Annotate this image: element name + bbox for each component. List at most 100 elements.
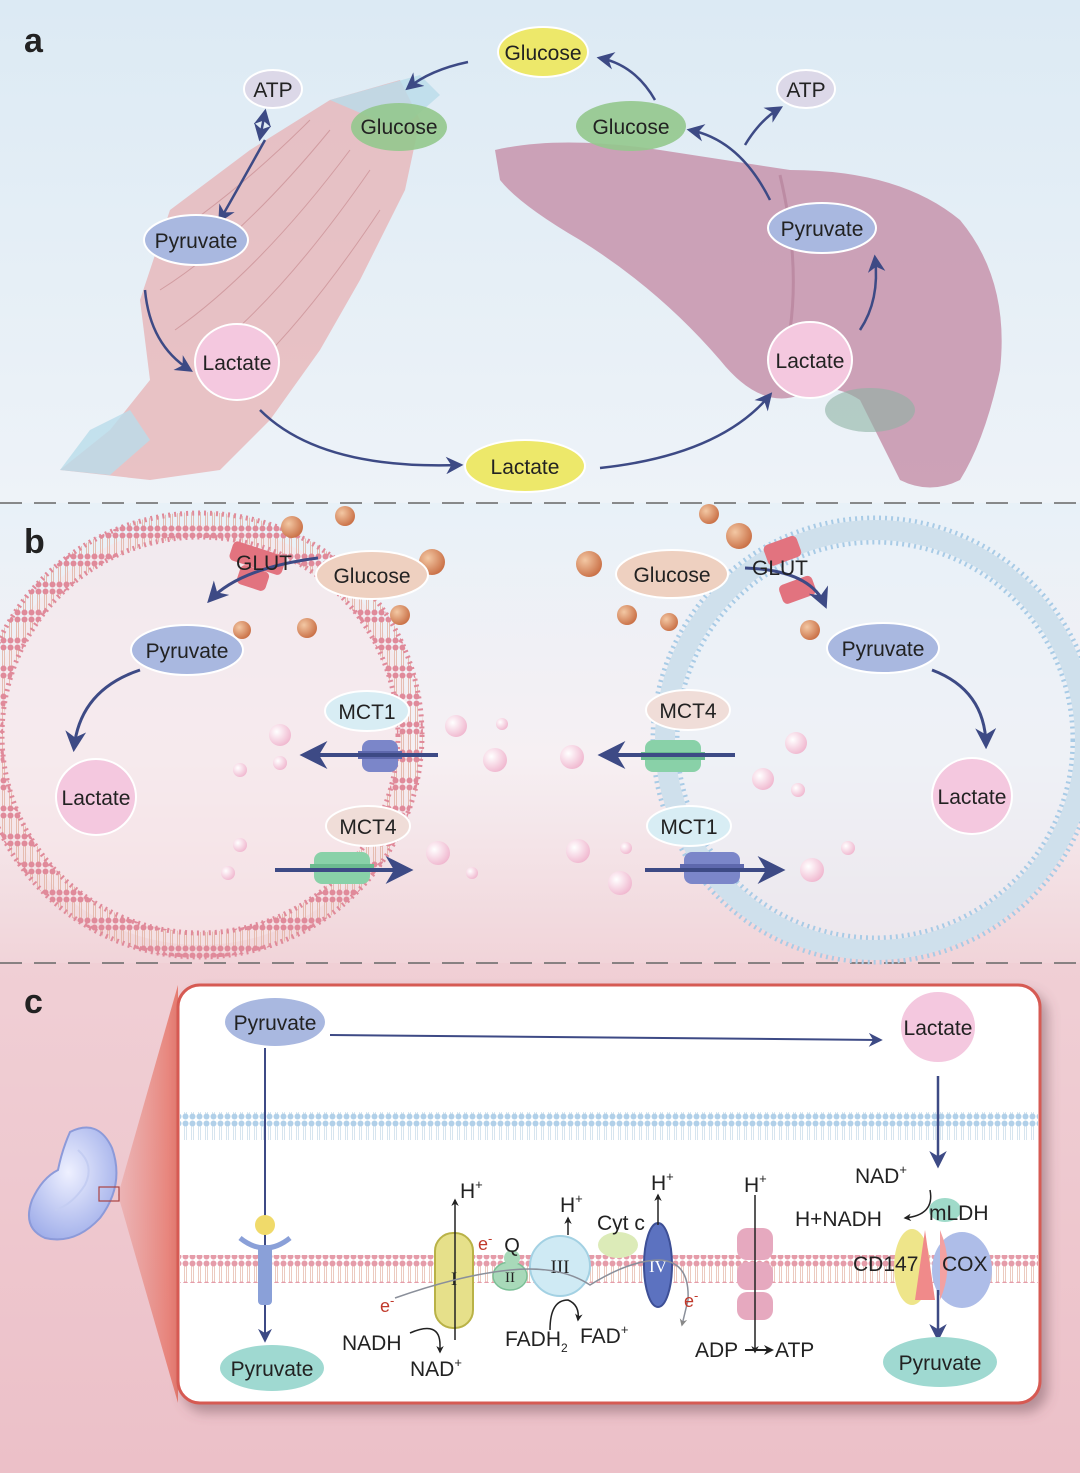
complex-iv: IV [643,1222,673,1308]
pyruvate-c-top-label: Pyruvate [234,1012,317,1035]
node-pyruvate-c-bottom-right: Pyruvate [883,1337,997,1387]
lactate-b-right-label: Lactate [938,786,1007,809]
mldh-complex [894,1198,992,1308]
outer-mito-membrane [180,1112,1038,1140]
detail-box [176,983,1042,1405]
node-pyruvate-liver: Pyruvate [767,202,877,254]
fadh2-label: FADH2 [505,1328,568,1355]
panel-a-arrows [143,52,886,475]
lactate-liver-label: Lactate [776,350,845,373]
cd147-label: CD147 [853,1253,918,1276]
arrow-pyruvate-to-lactate-c [329,1032,883,1047]
pyruvate-c-bottom-left-label: Pyruvate [231,1358,314,1381]
node-mct4-b-left: MCT4 [325,805,411,847]
electron-right: e- [684,1288,698,1311]
arrow-pyruvate-lactate-right [931,668,997,750]
node-lactate-blood: Lactate [464,439,586,493]
node-glucose-b-right: Glucose [615,549,729,599]
node-glucose-liver: Glucose [576,101,686,151]
ubiquinone-q: Q [504,1235,520,1266]
mitochondrion-icon [28,1126,120,1241]
node-glucose-top: Glucose [497,26,589,78]
h-plus-synthase: H+ [744,1171,767,1197]
node-atp-left: ATP [243,69,303,109]
node-lactate-c-top: Lactate [899,990,977,1064]
cytc-label: Cyt c [597,1212,645,1235]
h-plus-iii: H+ [560,1191,583,1217]
node-pyruvate-c-bottom-left: Pyruvate [220,1345,324,1391]
pyruvate-muscle-label: Pyruvate [155,230,238,253]
h-plus-iv: H+ [651,1169,674,1195]
node-mct4-b-right: MCT4 [645,689,731,731]
glut-left-label: GLUT [236,552,292,575]
node-pyruvate-muscle: Pyruvate [143,214,249,266]
node-lactate-muscle: Lactate [194,323,280,401]
arrow-pyruvate-to-lactate-muscle [143,289,193,372]
cytochrome-c [598,1232,638,1258]
cox-label: COX [942,1253,988,1276]
complex-ii: II [492,1261,528,1291]
arrow-atp-glucose [253,108,272,142]
node-lactate-b-left: Lactate [55,758,137,836]
complex-iii: III [529,1235,591,1297]
h-plus-i: H+ [460,1177,483,1203]
atp-right-label: ATP [786,79,825,102]
glucose-muscle-label: Glucose [360,116,437,139]
node-mct1-b-right: MCT1 [646,805,732,847]
complex-ii-label: II [505,1270,515,1286]
electron-left: e- [380,1293,394,1316]
lactate-spheres [221,715,855,895]
nadh-label: NADH [342,1332,402,1355]
muscle-illustration [60,75,440,480]
panel-a-letter: a [24,22,44,60]
node-mct1-b-left: MCT1 [324,690,410,732]
glucose-b-left-label: Glucose [333,565,410,588]
node-pyruvate-b-left: Pyruvate [130,624,244,676]
glut-right-label: GLUT [752,557,808,580]
pyruvate-carrier [238,1048,292,1343]
panel-c-letter: c [24,983,43,1021]
nad-plus-mldh: NAD+ [855,1162,907,1188]
arrow-glucose-in-left [207,556,319,604]
pyruvate-b-right-label: Pyruvate [842,638,925,661]
node-lactate-liver: Lactate [767,321,853,399]
panel-b-arrows [65,556,997,884]
mldh-label: mLDH [929,1202,989,1225]
fad-plus-label: FAD+ [580,1322,628,1348]
node-atp-right: ATP [776,69,836,109]
pyruvate-c-bottom-right-label: Pyruvate [899,1352,982,1375]
lactate-muscle-label: Lactate [203,352,272,375]
electron-path [394,1259,689,1327]
arrow-lactate-to-blood [259,409,464,475]
glucose-liver-label: Glucose [592,116,669,139]
arrow-liver-glucose-to-blood [596,52,657,101]
lactate-c-top-label: Lactate [904,1017,973,1040]
adp-label: ADP [695,1339,738,1362]
panel-b-letter: b [24,523,45,561]
arrow-to-atp-right [743,106,784,146]
arrow-fadh-fad [549,1299,583,1331]
node-pyruvate-c-top: Pyruvate [225,998,325,1046]
mct4-b-left-label: MCT4 [339,816,396,839]
pyruvate-b-left-label: Pyruvate [146,640,229,663]
node-glucose-muscle: Glucose [351,103,447,151]
h-nadh-label: H+NADH [795,1208,882,1231]
arrow-glucose-to-muscle [405,60,469,91]
q-label: Q [504,1235,520,1257]
glucose-top-label: Glucose [504,42,581,65]
electron-top: e- [478,1231,492,1254]
mct1-b-right-label: MCT1 [660,816,717,839]
complex-iv-label: IV [649,1257,668,1276]
atp-left-label: ATP [253,79,292,102]
mct4-b-right-label: MCT4 [659,700,716,723]
zoom-wedge [118,985,178,1403]
arrow-pyruvate-to-glucose-liver [686,124,772,201]
arrow-lactate-to-pyruvate-liver [858,254,886,331]
arrow-pyruvate-lactate-left [65,668,141,753]
arrow-nadh-nad [409,1327,444,1354]
lactate-b-left-label: Lactate [62,787,131,810]
nad-plus-label: NAD+ [410,1355,462,1381]
arrow-nad-to-nadh [903,1189,932,1222]
